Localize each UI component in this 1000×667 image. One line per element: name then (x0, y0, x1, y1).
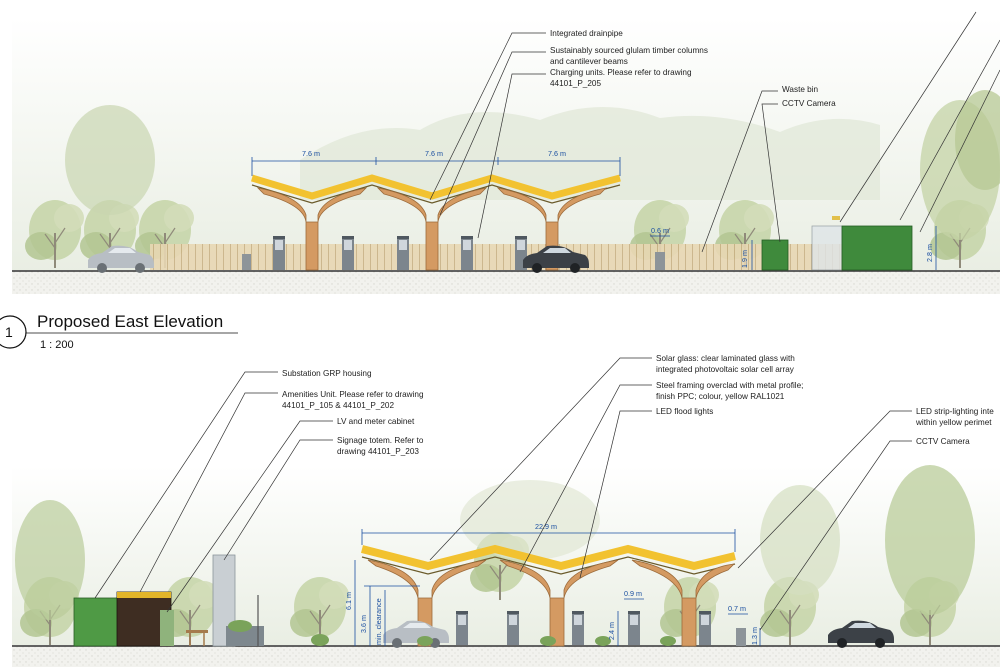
note-cctv-top: CCTV Camera (782, 99, 836, 108)
dim-bottom-clearance-height: 3.6 m (359, 615, 368, 633)
title-block: 1 Proposed East Elevation 1 : 200 (0, 312, 238, 351)
bottom-canopy (361, 544, 736, 647)
note-charging-line2: 44101_P_205 (550, 79, 601, 88)
dim-bottom-bin-height: 1.3 m (750, 627, 759, 645)
note-signage-line1: Signage totem. Refer to (337, 436, 424, 445)
bottom-trees (15, 465, 975, 646)
dim-top-span-2: 7.6 m (425, 149, 443, 158)
note-substation-housing: Substation GRP housing (282, 369, 372, 378)
view-scale: 1 : 200 (40, 339, 74, 351)
view-title: Proposed East Elevation (37, 312, 223, 331)
top-ground-hatch (12, 270, 1000, 294)
bottom-elevation: 22.9 m 6.1 m 3.6 m min. clearance 0.9 m … (12, 354, 1000, 667)
dim-top-span-3: 7.6 m (548, 149, 566, 158)
note-amenities-line1: Amenities Unit. Please refer to drawing (282, 390, 424, 399)
dim-bottom-height: 6.1 m (344, 592, 353, 610)
note-steel-line1: Steel framing overclad with metal profil… (656, 381, 803, 390)
top-background-hills (300, 106, 880, 200)
top-dimension-lines (251, 157, 937, 270)
bottom-canopy-solar-roof (361, 544, 736, 571)
note-glulam-line2: and cantilever beams (550, 57, 628, 66)
top-elevation: 7.6 m 7.6 m 7.6 m 0.6 m 1.9 m 2.8 m Inte… (12, 11, 1000, 294)
note-lv-cabinet: LV and meter cabinet (337, 417, 415, 426)
note-solar-line2: integrated photovoltaic solar cell array (656, 365, 795, 374)
note-strip-line1: LED strip-lighting inte (916, 407, 994, 416)
dim-top-bin-width: 0.6 m (651, 226, 669, 235)
top-trees-right (629, 90, 1000, 269)
note-integrated-drainpipe: Integrated drainpipe (550, 29, 623, 38)
note-solar-line1: Solar glass: clear laminated glass with (656, 354, 795, 363)
note-waste-bin: Waste bin (782, 85, 819, 94)
top-trees-left (24, 105, 195, 269)
note-steel-line2: finish PPC; colour, yellow RAL1021 (656, 392, 785, 401)
dim-bottom-total-span: 22.9 m (535, 522, 557, 531)
bottom-leader-lines (94, 357, 912, 631)
dim-bottom-charger-height: 2.4 m (607, 622, 616, 640)
top-leader-lines (429, 11, 1000, 253)
dim-bottom-clearance-label: min. clearance (374, 598, 383, 645)
note-strip-line2: within yellow perimet (915, 418, 992, 427)
top-substation-housing (841, 225, 913, 271)
top-signage-totem (811, 225, 843, 271)
top-waste-bin (655, 252, 665, 270)
bottom-lv-cabinet (160, 610, 174, 646)
bottom-charging-units (456, 611, 746, 646)
top-lv-cabinet (761, 239, 789, 271)
note-cctv-bottom: CCTV Camera (916, 437, 970, 446)
dim-top-cabinet-height: 1.9 m (740, 250, 749, 268)
bottom-ground-hatch (12, 645, 1000, 667)
bottom-shrubs (228, 620, 676, 646)
top-glulam-columns (256, 187, 608, 271)
note-amenities-line2: 44101_P_105 & 44101_P_202 (282, 401, 394, 410)
dim-top-housing-height: 2.8 m (925, 244, 934, 262)
dim-bottom-bin-width: 0.7 m (728, 604, 746, 613)
bottom-glulam-columns (367, 559, 736, 647)
note-signage-line2: drawing 44101_P_203 (337, 447, 419, 456)
top-charging-units (242, 236, 527, 270)
dim-bottom-charger-width: 0.9 m (624, 589, 642, 598)
bottom-substation-housing (73, 597, 121, 647)
note-glulam-line1: Sustainably sourced glulam timber column… (550, 46, 708, 55)
dim-top-span-1: 7.6 m (302, 149, 320, 158)
note-led-flood-lights: LED flood lights (656, 407, 713, 416)
bottom-dimension-lines (354, 529, 761, 646)
view-number-circle (0, 315, 27, 349)
view-number: 1 (5, 324, 13, 340)
note-charging-line1: Charging units. Please refer to drawing (550, 68, 692, 77)
